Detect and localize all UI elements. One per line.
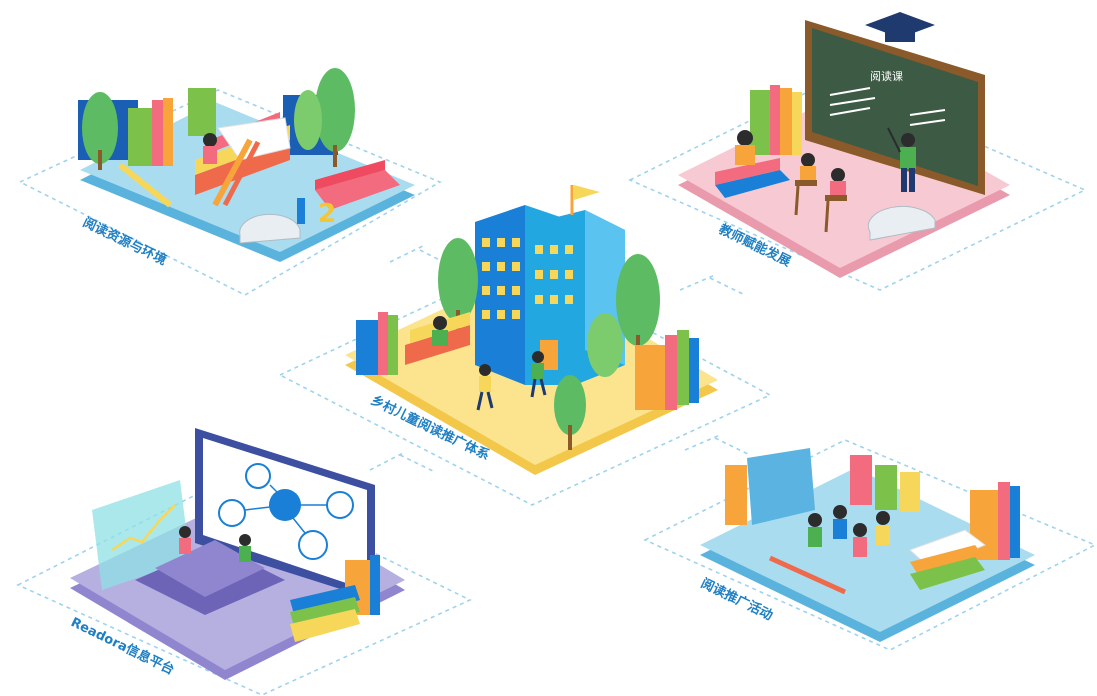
child-figure (801, 153, 815, 167)
book-icon (128, 108, 154, 166)
child-figure (808, 513, 822, 527)
pencil-icon (118, 162, 172, 208)
ruler-icon (867, 205, 936, 241)
book-icon (635, 345, 665, 410)
child-figure (433, 316, 447, 330)
book-icon (298, 530, 328, 560)
svg-text:2: 2 (318, 199, 336, 229)
home-icon (245, 463, 271, 489)
trend-line (111, 504, 176, 552)
module-readora-platform (70, 428, 405, 680)
book-icon (315, 170, 400, 210)
module-reading-activities (700, 448, 1035, 642)
window-grid (482, 238, 573, 319)
tree-icon (616, 254, 660, 346)
pencil-icon (768, 555, 847, 595)
chair-icon (795, 180, 817, 186)
teacher-figure (901, 133, 915, 147)
mail-icon (218, 499, 246, 527)
tree-icon (315, 68, 355, 152)
module-reading-resources: 2 (78, 68, 415, 262)
chart-panel (92, 480, 190, 590)
child-figure (737, 130, 753, 146)
child-figure (853, 523, 867, 537)
flag-icon (574, 185, 600, 200)
tree-icon (554, 375, 586, 435)
child-figure (239, 534, 251, 546)
book-icon (356, 320, 378, 375)
child-figure (203, 133, 217, 147)
graduation-cap-icon (865, 12, 935, 38)
child-figure (179, 526, 191, 538)
child-figure (479, 364, 491, 376)
chair-icon (825, 195, 847, 201)
cloud-icon (269, 489, 301, 521)
book-icon (850, 455, 872, 505)
child-figure (831, 168, 845, 182)
child-figure (833, 505, 847, 519)
tree-icon (82, 92, 118, 164)
module-center-system (345, 185, 718, 475)
school-door (540, 340, 558, 370)
child-figure (532, 351, 544, 363)
label-reading-resources: 阅读资源与环境 (80, 214, 169, 268)
blackboard-title: 阅读课 (870, 69, 903, 83)
ruler-icon (239, 213, 301, 244)
pointer-icon (887, 127, 901, 153)
book-icon (750, 90, 770, 155)
module-teacher-development: 阅读课 (678, 12, 1010, 278)
child-figure (876, 511, 890, 525)
book-icon (725, 465, 747, 525)
tree-icon (438, 238, 478, 322)
